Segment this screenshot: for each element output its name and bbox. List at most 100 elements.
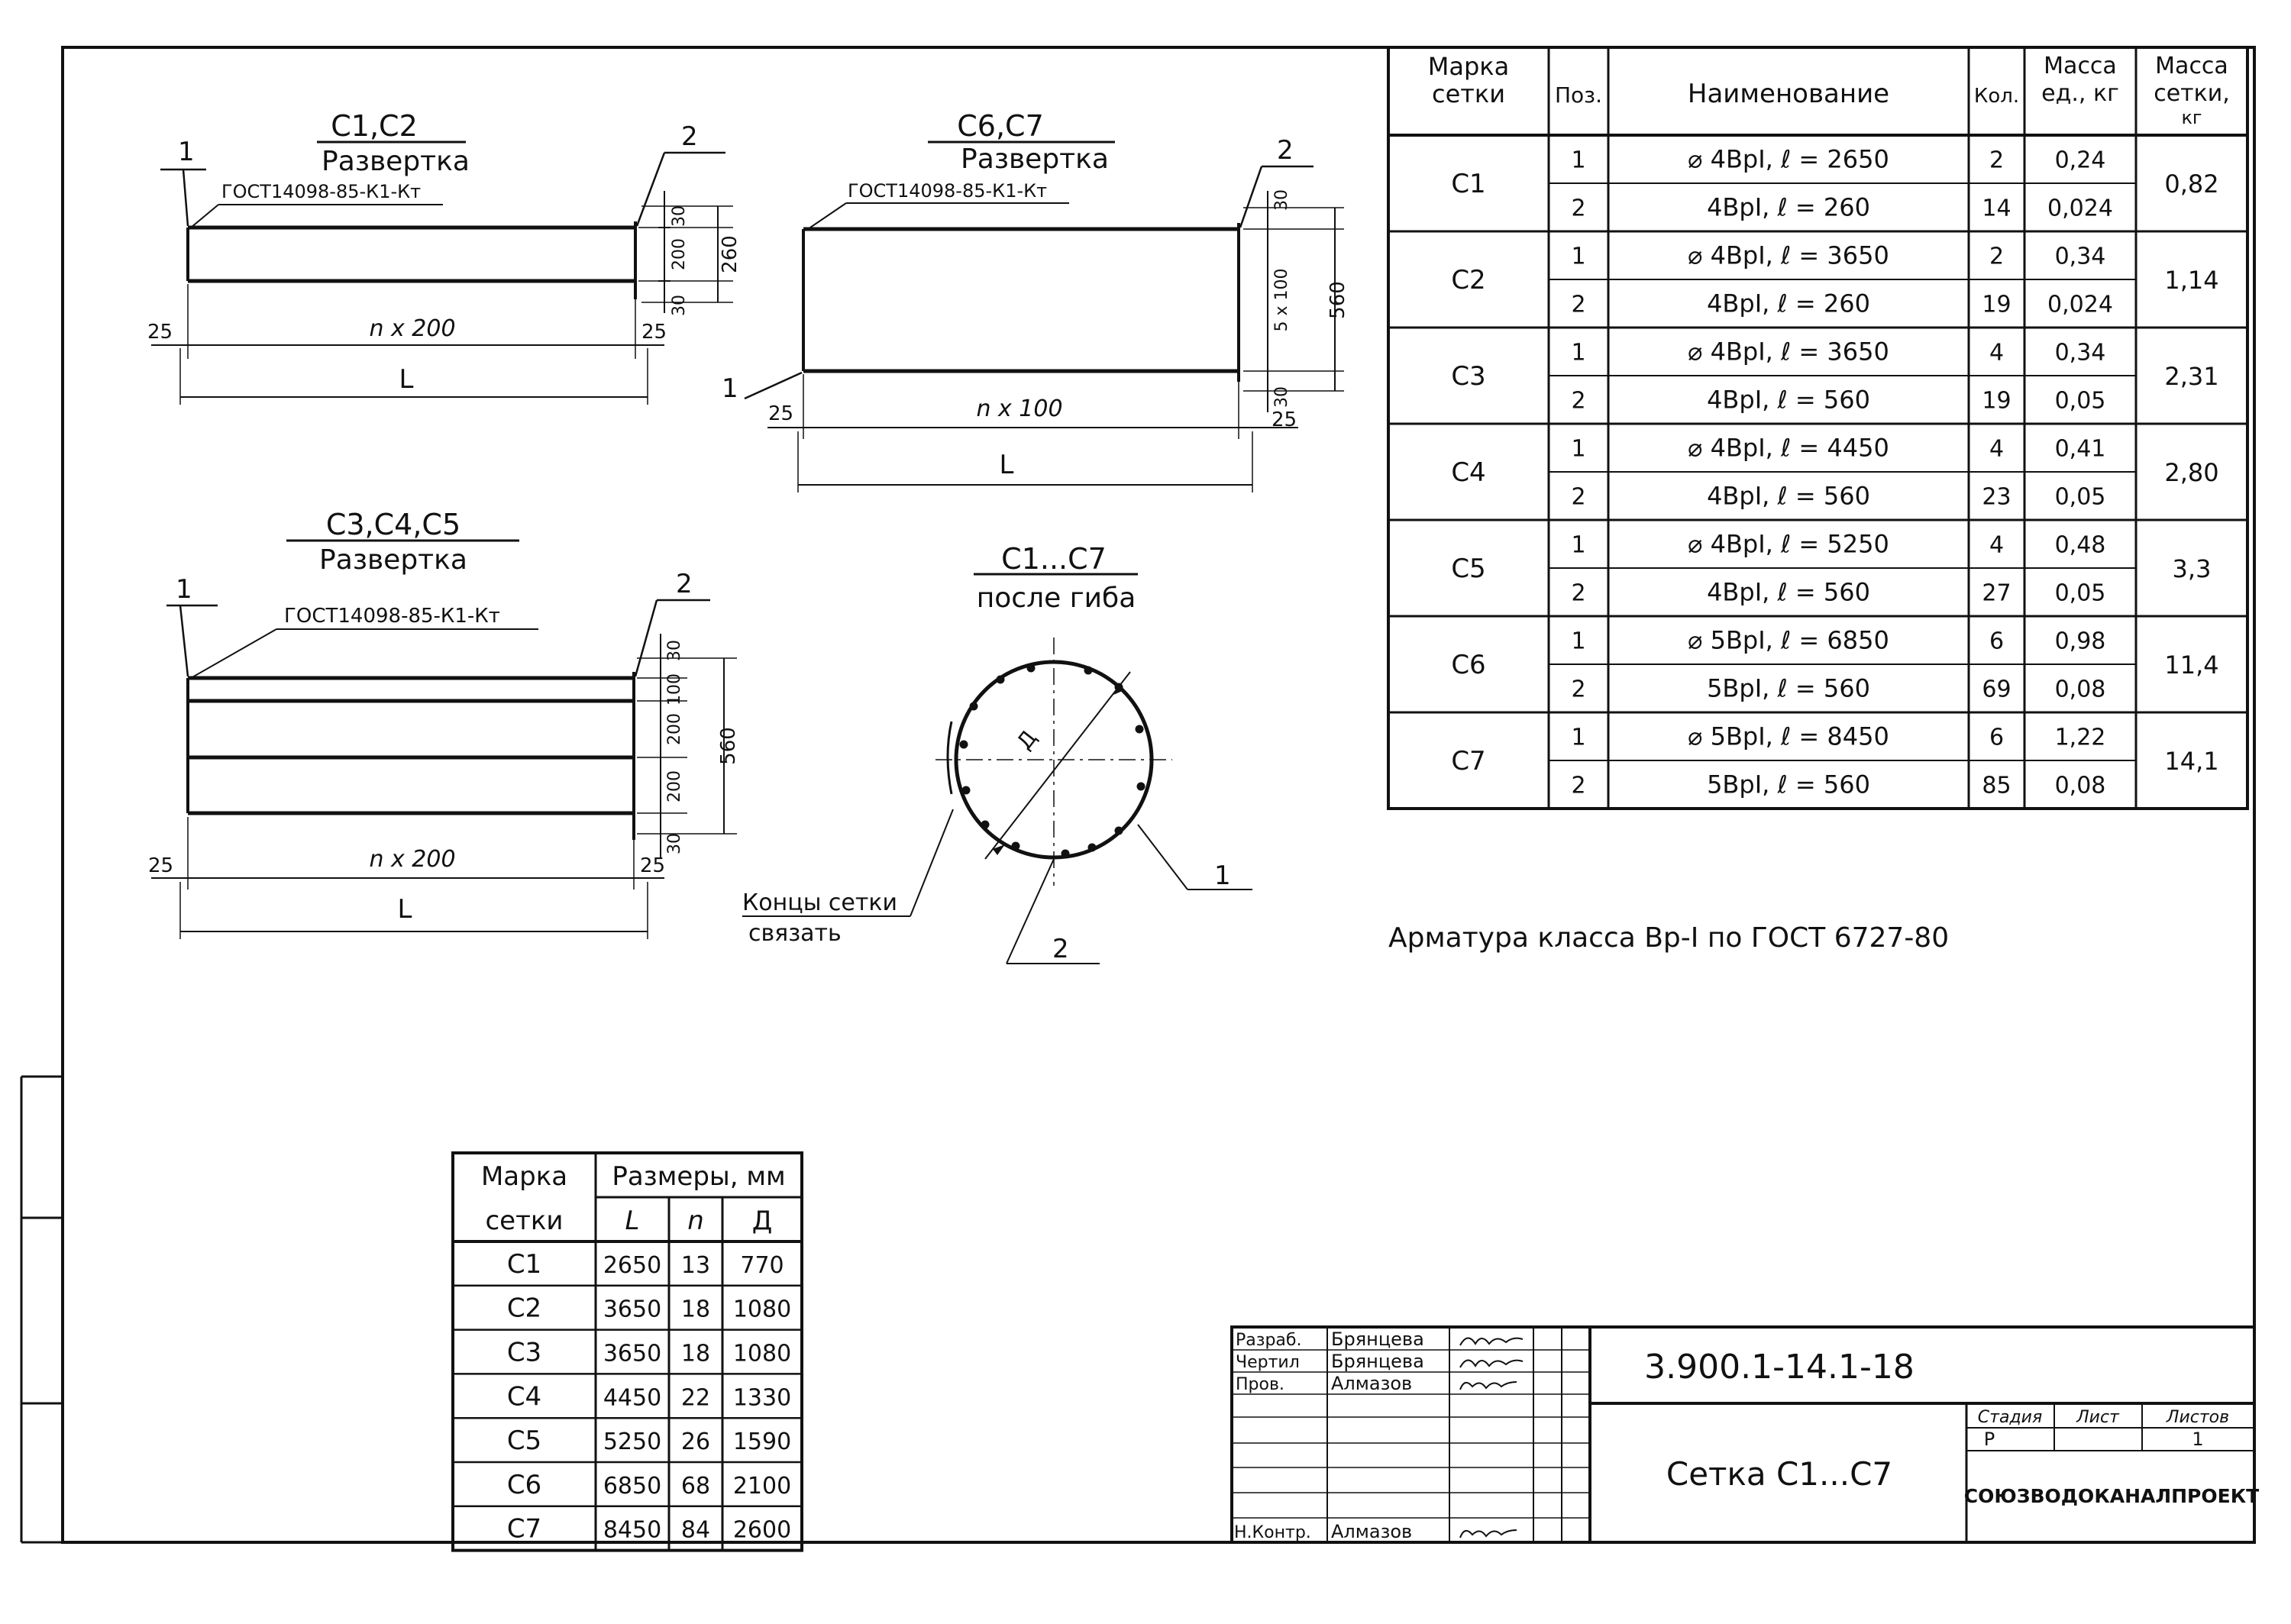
svg-text:2: 2 bbox=[1052, 934, 1069, 964]
spec-mesh-mass: 14,1 bbox=[2164, 747, 2218, 776]
staff-name-2: Алмазов bbox=[1331, 1373, 1412, 1394]
size-L: 3650 bbox=[603, 1296, 661, 1323]
size-header-group: Размеры, мм bbox=[612, 1161, 785, 1192]
spec-header-mark: Марка bbox=[1428, 52, 1509, 81]
spec-mark: С7 bbox=[1451, 746, 1485, 776]
spec-name: 4ВрI, ℓ = 560 bbox=[1707, 386, 1870, 415]
size-L: 3650 bbox=[603, 1341, 661, 1367]
gost-callout: ГОСТ14098-85-К1-Кт bbox=[284, 605, 500, 628]
spec-mark: С4 bbox=[1451, 457, 1485, 488]
spec-header-mark: сетки bbox=[1432, 79, 1505, 108]
spec-pos: 1 bbox=[1571, 340, 1585, 366]
signatures bbox=[1459, 1337, 1524, 1538]
svg-text:1: 1 bbox=[176, 574, 192, 605]
title-block: Разраб. Брянцева Чертил Брянцева Пров. А… bbox=[1230, 1325, 2259, 1544]
svg-text:25: 25 bbox=[148, 854, 173, 877]
spec-qty: 2 bbox=[1989, 147, 2004, 174]
spec-unit-mass: 0,05 bbox=[2055, 580, 2106, 607]
spec-name: ⌀ 4ВрI, ℓ = 2650 bbox=[1688, 145, 1889, 174]
view-c1-c2: С1,С2 Развертка 1 ГОСТ14098-85-К1-Кт 2 bbox=[147, 109, 742, 405]
gost-callout: ГОСТ14098-85-К1-Кт bbox=[221, 181, 421, 202]
sheet-header: Лист bbox=[2076, 1408, 2120, 1427]
svg-text:260: 260 bbox=[719, 235, 742, 273]
size-n: 13 bbox=[681, 1252, 710, 1279]
spec-header-unit-mass: ед., кг bbox=[2041, 80, 2119, 107]
spec-qty: 23 bbox=[1982, 484, 2011, 511]
size-mark: С5 bbox=[507, 1425, 541, 1456]
size-n: 22 bbox=[681, 1384, 710, 1411]
spec-pos: 1 bbox=[1571, 725, 1585, 751]
spec-qty: 4 bbox=[1989, 340, 2004, 366]
size-L: 2650 bbox=[603, 1252, 661, 1279]
size-D: 1330 bbox=[733, 1384, 791, 1411]
spec-qty: 14 bbox=[1982, 195, 2011, 222]
spec-mark: С3 bbox=[1451, 361, 1485, 392]
view-title: С3,С4,С5 bbox=[326, 508, 460, 541]
svg-text:30: 30 bbox=[665, 833, 684, 854]
dimensions: 30 100 200 200 30 560 25 25 n x 200 L bbox=[148, 634, 740, 939]
size-row: С1 2650 13 770 bbox=[507, 1249, 784, 1280]
size-header-D: Д bbox=[752, 1206, 773, 1236]
svg-text:200: 200 bbox=[665, 713, 684, 745]
spec-mesh-mass: 2,31 bbox=[2164, 362, 2218, 391]
svg-text:560: 560 bbox=[1326, 281, 1349, 319]
svg-text:25: 25 bbox=[768, 402, 793, 425]
center-lines: Д bbox=[935, 638, 1172, 886]
size-mark: С4 bbox=[507, 1381, 541, 1412]
view-after-bending: С1...С7 после гиба Д Концы сетки связать bbox=[742, 542, 1252, 964]
spec-name: 5ВрI, ℓ = 560 bbox=[1707, 770, 1870, 799]
spec-qty: 19 bbox=[1982, 388, 2011, 415]
spec-unit-mass: 1,22 bbox=[2055, 725, 2106, 751]
size-mark: С1 bbox=[507, 1249, 541, 1280]
spec-mark: С1 bbox=[1451, 169, 1485, 199]
spec-mesh-mass: 1,14 bbox=[2164, 266, 2218, 295]
sheet-title: Сетка С1...С7 bbox=[1666, 1455, 1892, 1493]
svg-text:1: 1 bbox=[1214, 860, 1231, 891]
spec-header-qty: Кол. bbox=[1974, 85, 2019, 108]
spec-name: ⌀ 4ВрI, ℓ = 3650 bbox=[1688, 241, 1889, 270]
spec-unit-mass: 0,08 bbox=[2055, 676, 2106, 703]
spec-unit-mass: 0,024 bbox=[2047, 292, 2113, 318]
svg-text:Концы сетки: Концы сетки bbox=[742, 889, 897, 916]
size-n: 84 bbox=[681, 1517, 710, 1544]
longitudinal-bars bbox=[959, 663, 1146, 858]
dimensions: 30 200 30 260 25 25 n x 200 L bbox=[147, 191, 742, 405]
svg-text:30: 30 bbox=[665, 640, 684, 661]
svg-text:n x 100: n x 100 bbox=[976, 396, 1062, 422]
view-subtitle: Развертка bbox=[322, 146, 470, 177]
leader-2: 2 bbox=[1006, 858, 1100, 964]
dimensions: 30 5 x 100 560 30 25 25 n x 100 L bbox=[767, 189, 1349, 492]
spec-name: 5ВрI, ℓ = 560 bbox=[1707, 674, 1870, 703]
spec-pos: 1 bbox=[1571, 436, 1585, 463]
spec-unit-mass: 0,24 bbox=[2055, 147, 2106, 174]
spec-header-mesh-mass: Масса bbox=[2155, 53, 2228, 79]
staff-role-1: Чертил bbox=[1236, 1353, 1300, 1372]
spec-mesh-mass: 2,80 bbox=[2164, 458, 2218, 487]
spec-header-mesh-mass: сетки, bbox=[2154, 80, 2230, 107]
spec-qty: 69 bbox=[1982, 676, 2011, 703]
size-D: 770 bbox=[740, 1252, 784, 1279]
size-header-n: n bbox=[687, 1206, 704, 1236]
leader-2: 2 bbox=[634, 569, 710, 677]
leader-2: 2 bbox=[635, 121, 725, 227]
svg-text:2: 2 bbox=[681, 121, 698, 152]
tie-note: Концы сетки связать bbox=[742, 809, 954, 947]
stage-value: Р bbox=[1984, 1429, 1995, 1450]
size-L: 8450 bbox=[603, 1517, 661, 1544]
spec-pos: 2 bbox=[1571, 388, 1585, 415]
spec-name: ⌀ 4ВрI, ℓ = 4450 bbox=[1688, 434, 1889, 463]
svg-text:200: 200 bbox=[670, 238, 689, 270]
spec-qty: 4 bbox=[1989, 436, 2004, 463]
svg-text:25: 25 bbox=[147, 321, 173, 344]
